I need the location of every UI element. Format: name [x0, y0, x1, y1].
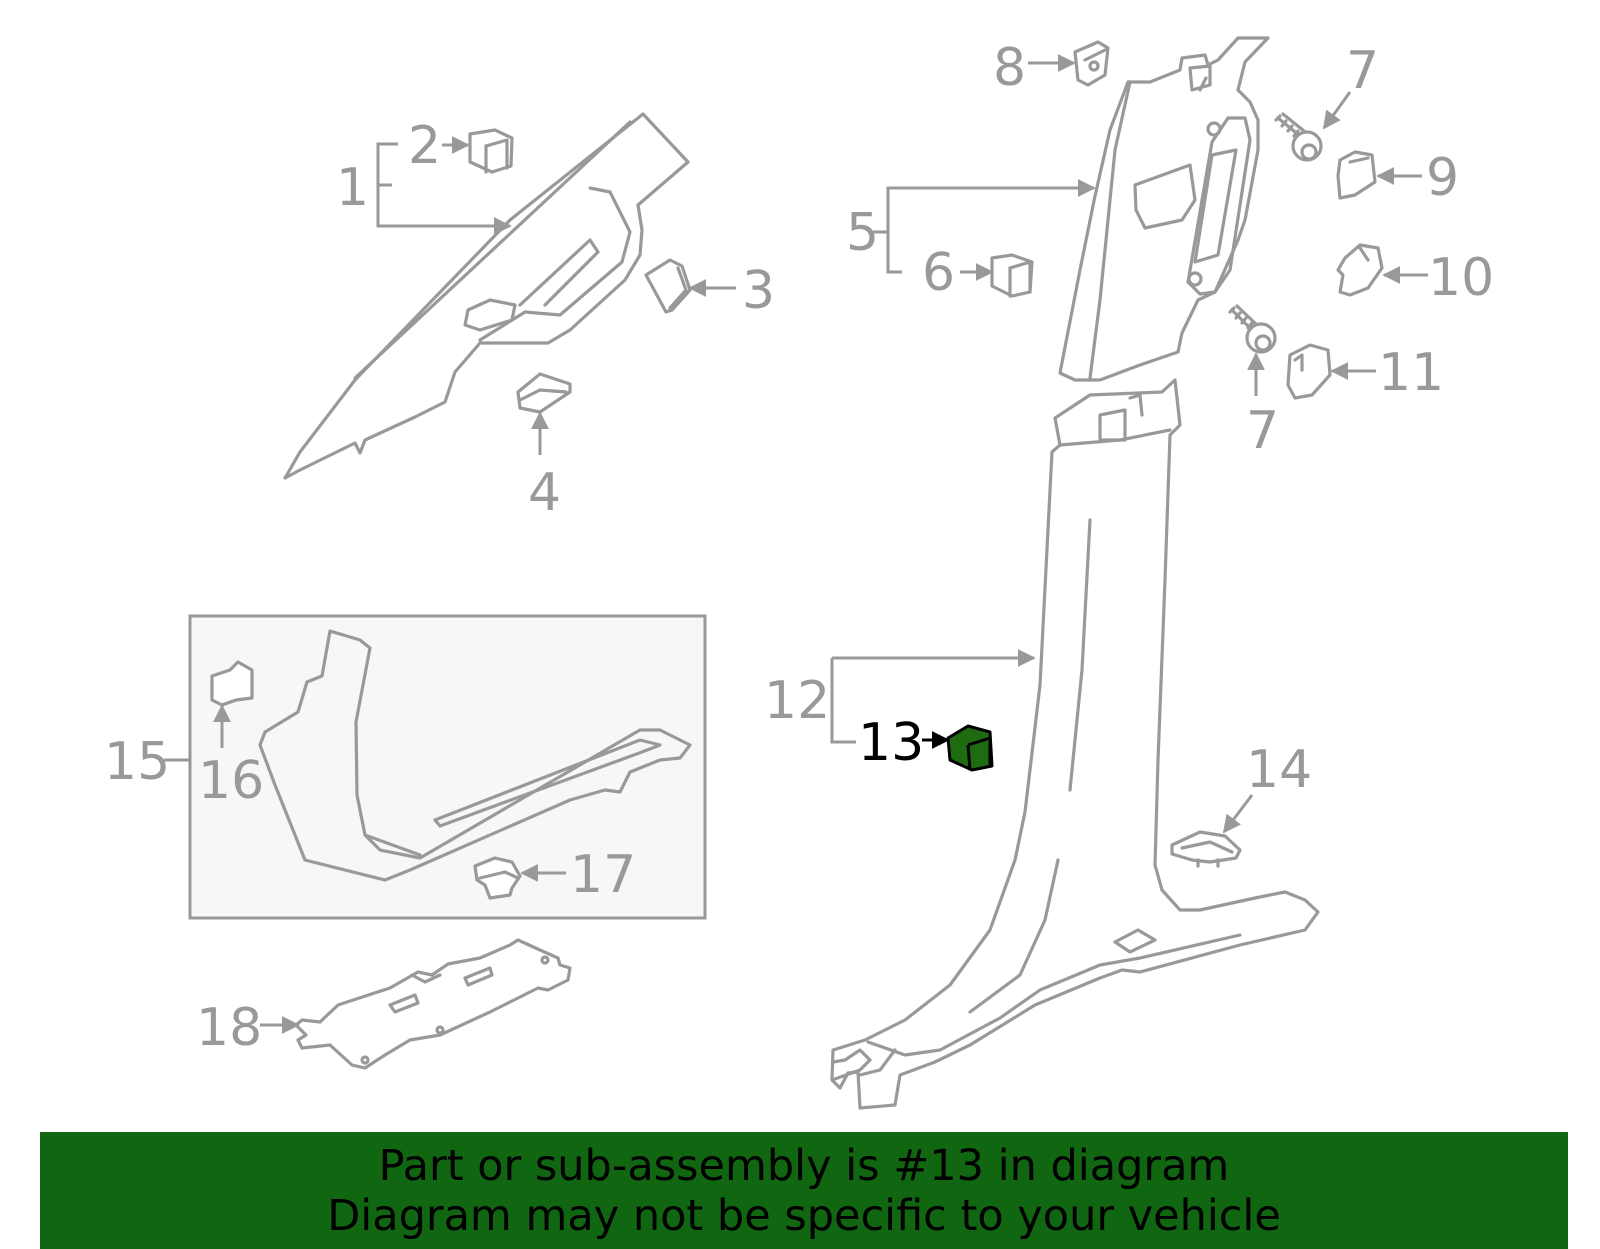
leader-lines: [164, 54, 1428, 1034]
part-9-cap: [1336, 150, 1377, 200]
part-1-a-pillar-trim: [283, 112, 690, 480]
part-6-clip: [990, 253, 1034, 298]
callout-16: 16: [198, 751, 264, 811]
callout-8: 8: [993, 38, 1026, 98]
callout-7-lower: 7: [1246, 401, 1279, 461]
part-12-b-pillar-lower-trim: [830, 378, 1320, 1110]
banner-line-2: Diagram may not be specific to your vehi…: [327, 1190, 1281, 1241]
callout-10: 10: [1428, 248, 1494, 308]
part-15-sill-plate: [258, 629, 692, 882]
part-5-b-pillar-upper-trim: [1058, 36, 1270, 382]
callout-17: 17: [570, 845, 636, 905]
callout-1: 1: [336, 158, 369, 218]
callout-6: 6: [922, 243, 955, 303]
info-banner: Part or sub-assembly is #13 in diagram D…: [40, 1132, 1568, 1249]
part-8-clip: [1073, 40, 1110, 87]
part-16-clip: [210, 660, 254, 707]
callout-12: 12: [764, 671, 830, 731]
part-11-cap: [1286, 343, 1332, 400]
callout-13: 13: [858, 713, 924, 773]
callout-numbers: 1 2 3 4 5 6 7 7 8 9 10 11 12 13 14 15 16…: [104, 38, 1494, 1058]
part-7-screw-lower: [1228, 304, 1277, 354]
callout-7-upper: 7: [1346, 41, 1379, 101]
banner-line-1: Part or sub-assembly is #13 in diagram: [378, 1140, 1230, 1191]
part-17-clip: [473, 856, 522, 900]
part-4-cap: [516, 372, 572, 414]
part-18-panel: [294, 938, 572, 1070]
callout-11: 11: [1378, 343, 1444, 403]
callout-18: 18: [196, 998, 262, 1058]
callout-2: 2: [408, 116, 441, 176]
part-14-clip: [1170, 830, 1242, 868]
callout-4: 4: [528, 463, 561, 523]
part-10-cap: [1336, 243, 1384, 297]
inset-box-15: [188, 614, 707, 920]
callout-9: 9: [1426, 148, 1459, 208]
part-13-clip-highlighted: [946, 724, 994, 772]
callout-3: 3: [742, 261, 775, 321]
callout-5: 5: [846, 203, 879, 263]
part-7-screw-upper: [1274, 112, 1323, 162]
part-3-cap: [644, 258, 692, 314]
callout-15: 15: [104, 732, 170, 792]
callout-14: 14: [1246, 740, 1312, 800]
part-2-clip: [468, 128, 514, 174]
